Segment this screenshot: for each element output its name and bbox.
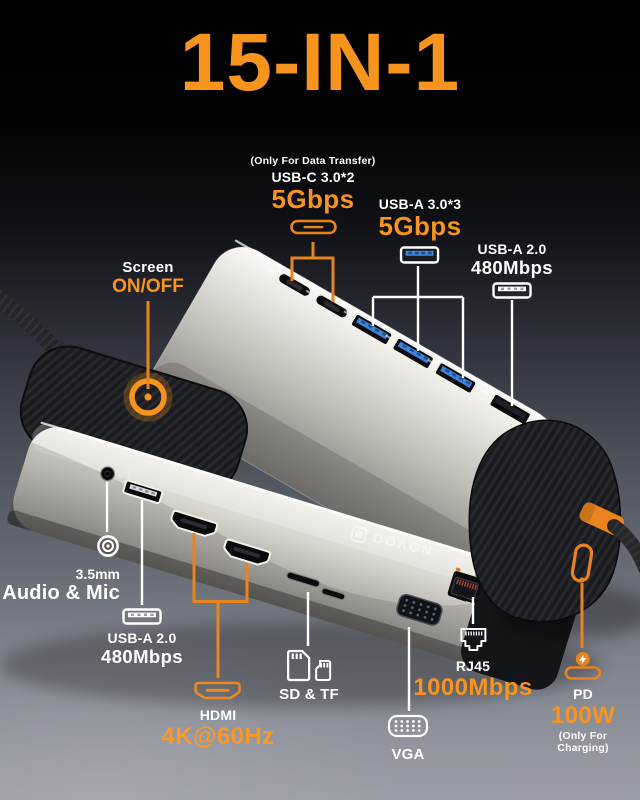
- pd-label: PD: [573, 686, 593, 702]
- vga-port-icon: [387, 714, 429, 738]
- page-title: 15-IN-1: [179, 17, 461, 108]
- pd-port-highlight: [570, 543, 594, 583]
- pd-note: (Only For Charging): [557, 729, 609, 754]
- audio-value: Audio & Mic: [2, 582, 120, 605]
- tf-card-icon: [315, 660, 332, 681]
- power-delivery-icon: [564, 652, 602, 680]
- screen-value: ON/OFF: [112, 276, 184, 298]
- hdmi-speed: 4K@60Hz: [161, 723, 275, 751]
- sdtf-label: SD & TF: [279, 686, 339, 703]
- usb-a30-speed: 5Gbps: [378, 211, 462, 242]
- usb-a3-port-icon: [400, 246, 440, 264]
- callout-screen: Screen ON/OFF: [112, 257, 184, 298]
- rj45-led-amber: [455, 567, 461, 572]
- usb-a2-front-port: [122, 479, 164, 504]
- rj45-port: [447, 567, 484, 604]
- front-ports: [100, 466, 484, 626]
- usb-a30-label: USB-A 3.0*3: [378, 196, 462, 212]
- pd-line-dot: [579, 577, 585, 583]
- callout-audio: 3.5mm Audio & Mic: [2, 534, 120, 605]
- usb-a20-front-label: USB-A 2.0: [107, 630, 177, 646]
- usb-a2-rear-port: [488, 392, 532, 426]
- callout-usb-c: (Only For Data Transfer) USB-C 3.0*2 5Gb…: [251, 155, 376, 235]
- rj45-speed: 1000Mbps: [413, 674, 533, 702]
- usb-a20-rear-speed: 480Mbps: [471, 257, 553, 279]
- hdmi-port-2: [223, 538, 272, 566]
- usb-c-port-2: [314, 293, 350, 320]
- callout-vga: VGA: [387, 714, 429, 763]
- usb-c-note: (Only For Data Transfer): [250, 155, 376, 167]
- charging-cable: [579, 502, 640, 573]
- audio-jack-port: [100, 466, 116, 482]
- callout-sdtf: SD & TF: [279, 649, 339, 703]
- usb-a3-port-2: [391, 336, 435, 370]
- usb-a20-rear-label: USB-A 2.0: [477, 241, 547, 257]
- audio-label: 3.5mm: [75, 566, 120, 583]
- callout-rj45: RJ45 1000Mbps: [413, 627, 532, 702]
- power-line-dot: [144, 393, 152, 401]
- hub-rear-end-cap: [468, 419, 622, 623]
- vga-label: VGA: [391, 746, 425, 763]
- usb-c-speed: 5Gbps: [271, 184, 355, 215]
- screen-label: Screen: [122, 259, 174, 276]
- callout-lines-white: [105, 266, 514, 711]
- usb-a3-port-1: [350, 312, 394, 346]
- ethernet-port-icon: [459, 628, 486, 651]
- sd-card-icon: [287, 649, 311, 682]
- callout-hdmi: HDMI 4K@60Hz: [162, 680, 275, 751]
- usb-a3-port-3: [434, 361, 478, 395]
- callout-usb-a30: USB-A 3.0*3 5Gbps: [379, 194, 462, 264]
- rear-ports: [268, 268, 532, 426]
- hdmi-port-icon: [194, 681, 242, 700]
- port-engravings: [268, 268, 489, 396]
- hdmi-port-1: [170, 509, 219, 537]
- hdmi-label: HDMI: [199, 707, 237, 723]
- callout-usb-a20-front: USB-A 2.0 480Mbps: [101, 608, 183, 667]
- tf-card-slot: [321, 587, 346, 601]
- usb-c-port-icon: [289, 219, 337, 235]
- pd-power: 100W: [550, 702, 616, 730]
- callout-usb-a20-rear: USB-A 2.0 480Mbps: [471, 239, 553, 300]
- sd-card-slot: [286, 571, 321, 588]
- audio-target-icon: [97, 535, 119, 557]
- usb-a2-port-icon: [492, 282, 532, 300]
- callout-pd: PD 100W (Only For Charging): [551, 651, 615, 754]
- usb-a20-front-speed: 480Mbps: [101, 646, 183, 668]
- vga-port: [396, 593, 443, 626]
- usb-c-label: USB-C 3.0*2: [271, 169, 355, 186]
- usb-a2-port-icon: [122, 608, 162, 625]
- callout-lines-orange: [146, 242, 584, 678]
- rj45-label: RJ45: [455, 658, 491, 674]
